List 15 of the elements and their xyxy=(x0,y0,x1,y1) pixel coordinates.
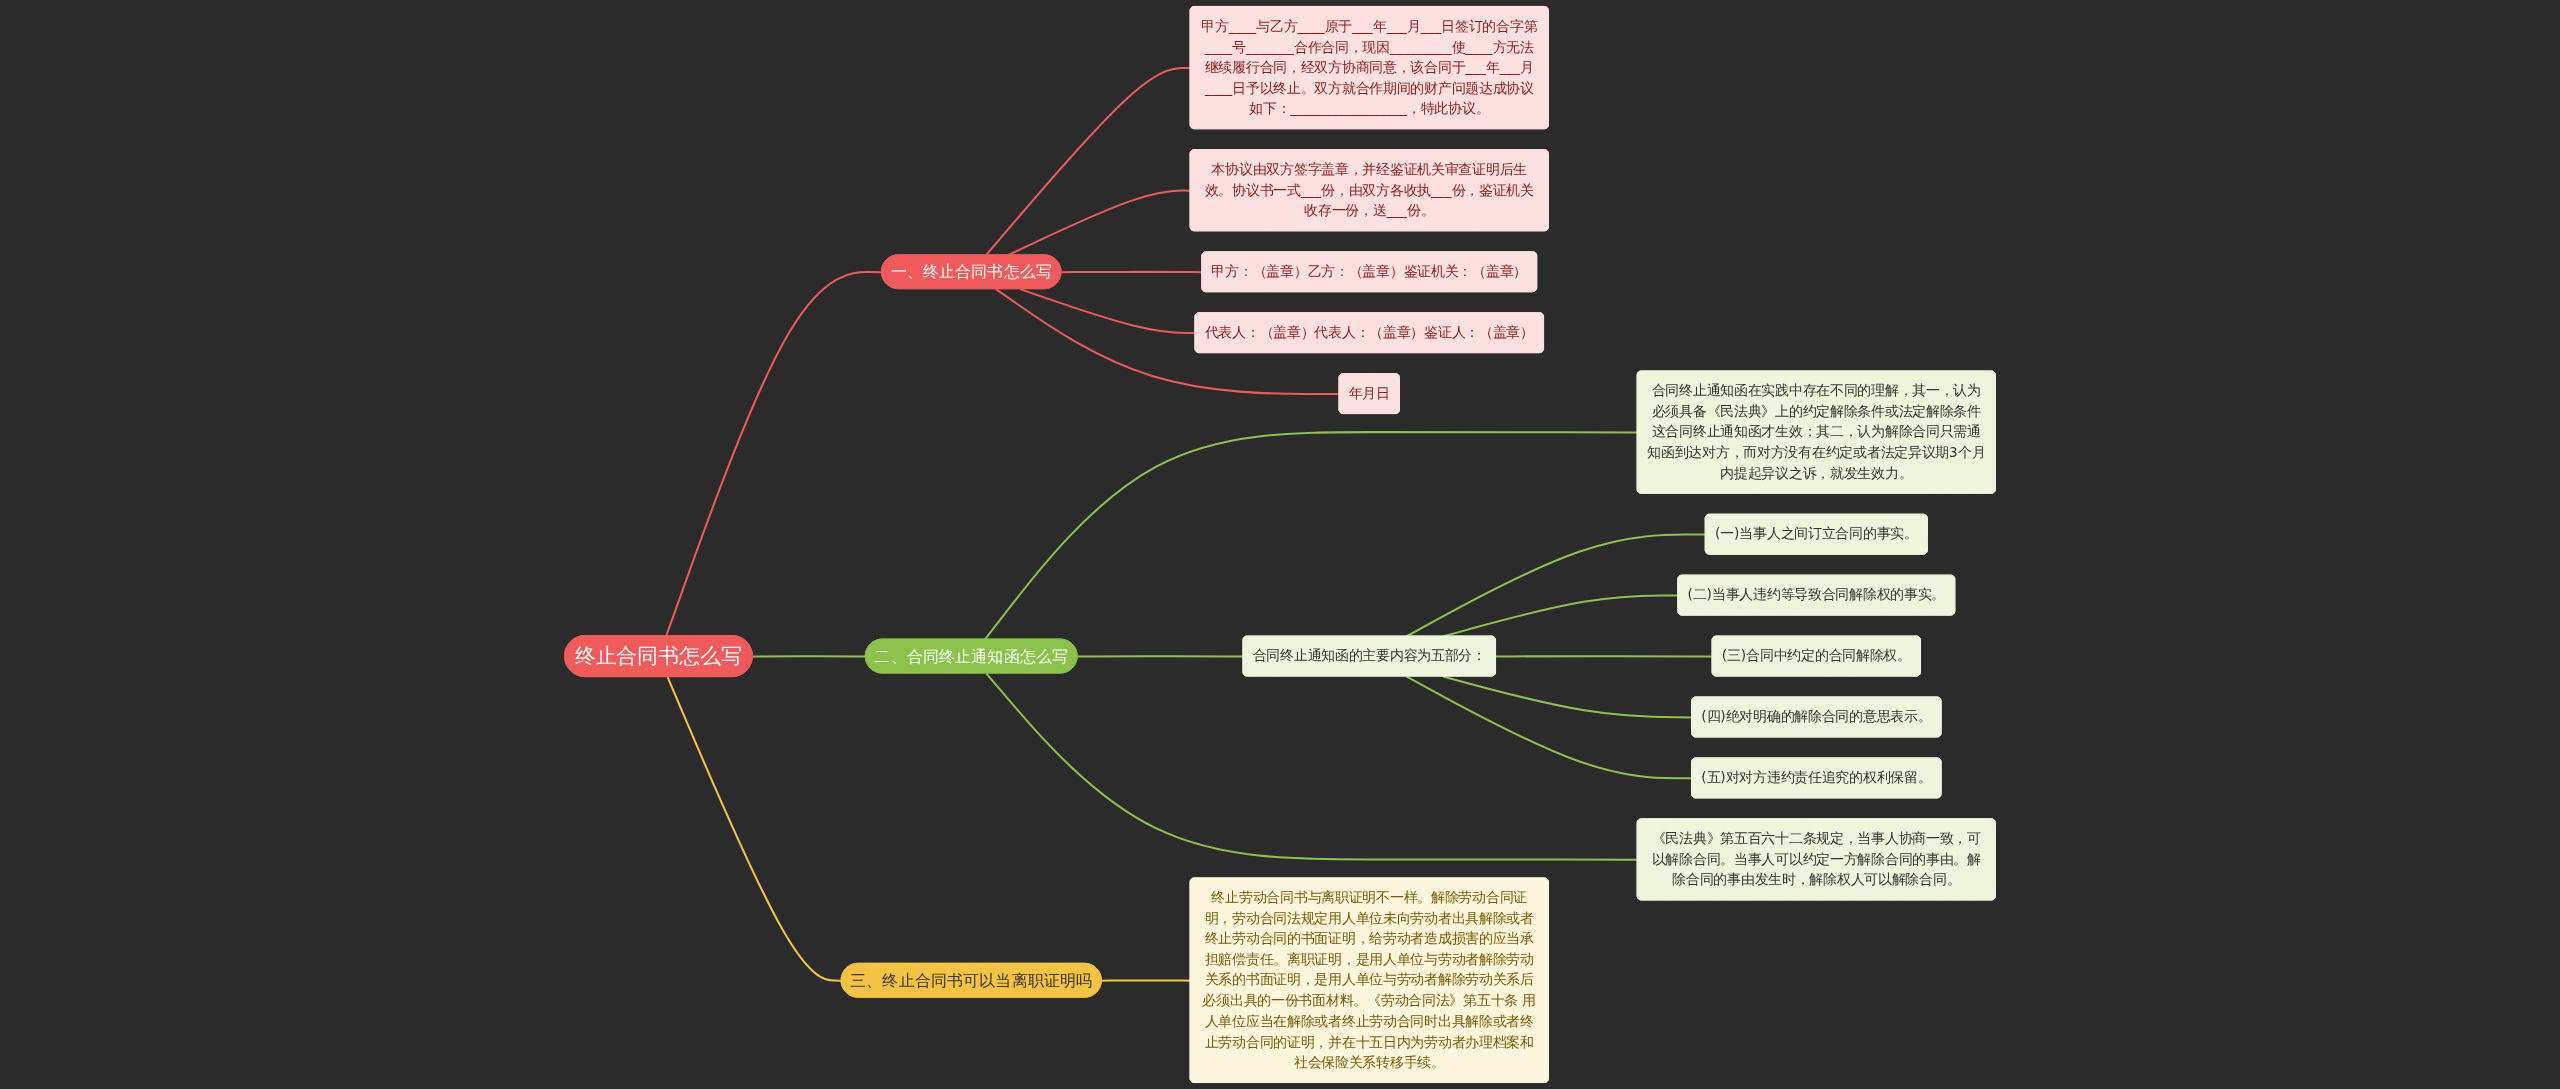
connector xyxy=(1442,675,1692,719)
connector xyxy=(665,271,882,637)
connector xyxy=(1077,655,1244,658)
connector xyxy=(666,676,842,982)
connector xyxy=(1495,655,1713,658)
connector xyxy=(995,288,1340,395)
connector xyxy=(1405,533,1706,638)
connector xyxy=(1019,288,1196,335)
connector xyxy=(985,66,1191,256)
connector xyxy=(752,655,866,658)
connector xyxy=(1061,270,1203,274)
connector xyxy=(1405,675,1692,780)
connector xyxy=(984,431,1638,641)
connector xyxy=(985,672,1638,861)
connector xyxy=(1101,979,1191,982)
